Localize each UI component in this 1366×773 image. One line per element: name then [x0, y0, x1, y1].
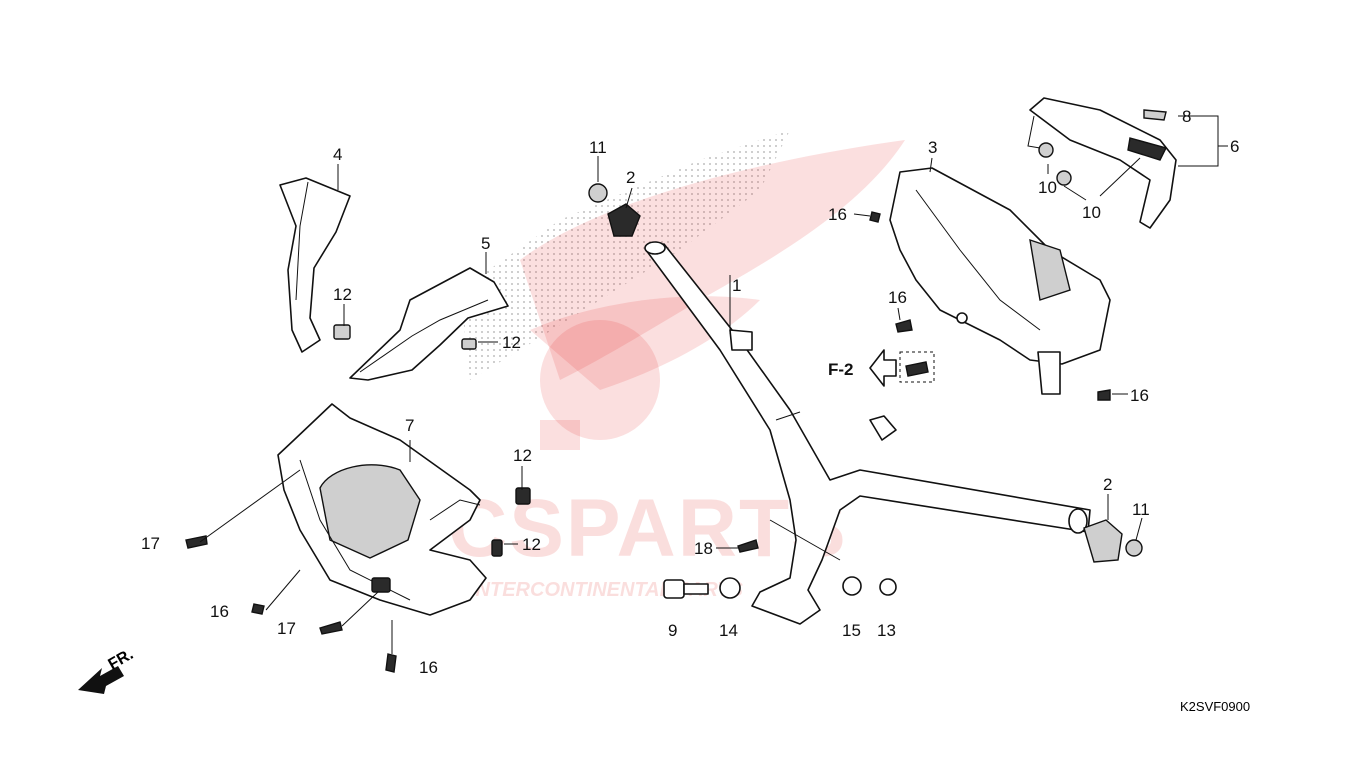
callout-10-a: 10 [1038, 178, 1057, 197]
leader-lines [199, 115, 1228, 654]
ref-f2-label: F-2 [828, 360, 854, 379]
part-16-screw-a [251, 603, 265, 615]
callout-12-a: 12 [333, 285, 352, 304]
callout-18: 18 [694, 539, 713, 558]
callout-5: 5 [481, 234, 490, 253]
part-11-nut-right [1125, 539, 1143, 557]
watermark-wing-logo [460, 130, 905, 450]
part-11-nut-top [588, 183, 608, 203]
part-6-trim [1029, 97, 1177, 229]
callout-2-left: 2 [626, 168, 635, 187]
front-direction-label: FR. [106, 646, 137, 674]
part-16-screw-c [869, 211, 881, 223]
callout-14: 14 [719, 621, 738, 640]
part-1-handlebar [644, 241, 1091, 625]
callout-11-top: 11 [589, 138, 607, 157]
callout-2-right: 2 [1103, 475, 1112, 494]
part-10-grommet-b [1056, 170, 1072, 186]
callout-4: 4 [333, 145, 342, 164]
callout-15: 15 [842, 621, 861, 640]
callout-17-b: 17 [277, 619, 296, 638]
callout-1: 1 [732, 276, 741, 295]
watermark-brand: CSPARTS [448, 483, 848, 574]
part-2-grip-end-right [1083, 519, 1123, 563]
callout-16-d: 16 [210, 602, 229, 621]
callout-17-a: 17 [141, 534, 160, 553]
part-17-screw-b [319, 621, 343, 635]
part-5-cover-strip [349, 267, 509, 381]
part-15-washer [842, 576, 862, 596]
part-16-screw-f [905, 361, 929, 377]
part-13-nut [879, 578, 897, 596]
part-14-washer [719, 577, 741, 599]
part-4-side-cover [279, 177, 351, 353]
diagram-code: K2SVF0900 [1180, 699, 1250, 714]
callout-16-c: 16 [1130, 386, 1149, 405]
callout-13: 13 [877, 621, 896, 640]
part-16-screw-e [1097, 389, 1111, 401]
part-16-screw-d [895, 319, 913, 333]
part-9-bolt [663, 579, 709, 599]
callout-7: 7 [405, 416, 414, 435]
ref-f2-arrow [869, 349, 935, 387]
callout-12-d: 12 [522, 535, 541, 554]
callout-12-b: 12 [502, 333, 521, 352]
part-16-screw-b [385, 653, 397, 673]
callout-8: 8 [1182, 107, 1191, 126]
hardware-items [185, 142, 1143, 673]
part-3-rear-cover [889, 167, 1111, 395]
callout-16-b: 16 [888, 288, 907, 307]
callout-16-a: 16 [828, 205, 847, 224]
callout-16-e: 16 [419, 658, 438, 677]
front-direction-arrow [78, 666, 124, 694]
callout-12-c: 12 [513, 446, 532, 465]
part-17-screw-a [185, 535, 208, 549]
callout-9: 9 [668, 621, 677, 640]
callout-6: 6 [1230, 137, 1239, 156]
callout-11-right: 11 [1132, 500, 1150, 519]
callout-labels: 1 2 2 3 4 5 6 7 8 9 10 10 11 11 12 12 12… [141, 107, 1239, 677]
callout-3: 3 [928, 138, 937, 157]
part-10-grommet-a [1038, 142, 1054, 158]
part-7-front-cover [277, 403, 531, 616]
part-2-grip-end-left [607, 203, 641, 237]
part-18-screw [737, 539, 759, 553]
callout-10-b: 10 [1082, 203, 1101, 222]
